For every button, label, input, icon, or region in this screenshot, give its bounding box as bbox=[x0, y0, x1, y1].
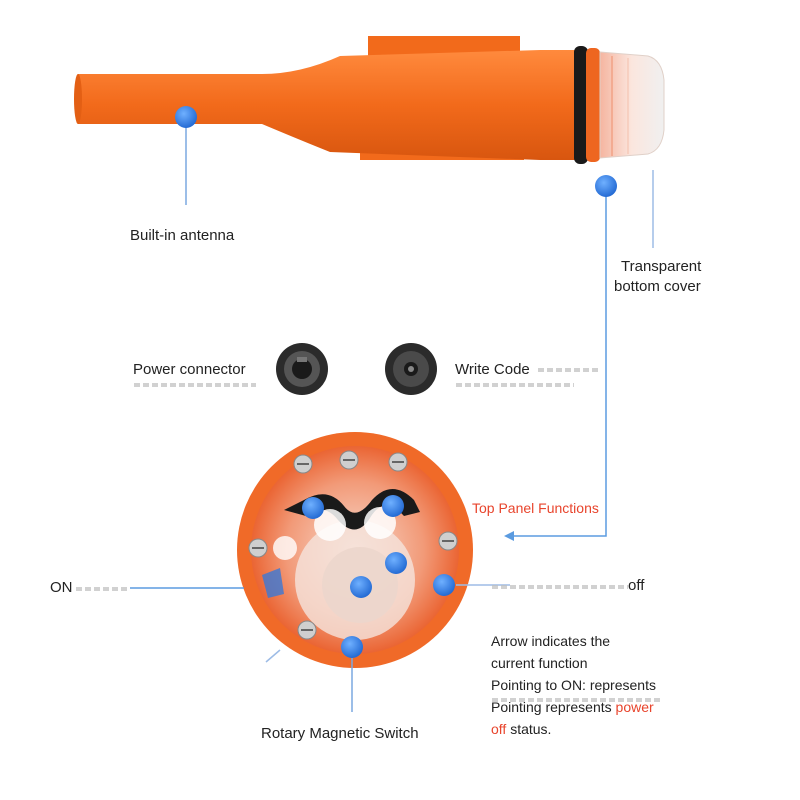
screw bbox=[248, 538, 268, 558]
screw bbox=[297, 620, 317, 640]
function-description: Arrow indicates the current function Poi… bbox=[491, 630, 731, 740]
desc-line-3: Pointing to ON: represents bbox=[491, 677, 656, 693]
seal-ring bbox=[574, 46, 588, 164]
desc-line-4-pre: Pointing bbox=[491, 699, 542, 715]
callout-dot-off bbox=[433, 574, 455, 596]
label-cover-line2: bottom cover bbox=[614, 278, 701, 295]
leader-top-panel bbox=[512, 190, 607, 537]
callout-dot-cover bbox=[595, 175, 617, 197]
screw bbox=[339, 450, 359, 470]
callout-dot-panel-2 bbox=[382, 495, 404, 517]
screw bbox=[293, 454, 313, 474]
desc-line-1: Arrow indicates the bbox=[491, 633, 611, 649]
beacon-device bbox=[74, 36, 665, 164]
blurred-text bbox=[456, 383, 574, 387]
label-off: off bbox=[628, 577, 645, 594]
label-antenna: Built-in antenna bbox=[130, 227, 235, 244]
screw bbox=[438, 531, 458, 551]
arrow-top-panel bbox=[504, 531, 514, 541]
antenna-rod bbox=[78, 50, 575, 160]
callout-dot-panel-1 bbox=[302, 497, 324, 519]
transparent-cap bbox=[599, 51, 665, 159]
label-top-panel-functions: Top Panel Functions bbox=[472, 500, 599, 516]
power-connector-port bbox=[276, 343, 328, 395]
seal-ring-orange bbox=[586, 48, 600, 162]
callout-dot-panel-3 bbox=[385, 552, 407, 574]
rod-tip bbox=[74, 74, 82, 124]
callout-dot-antenna bbox=[175, 106, 197, 128]
callout-dot-panel-center bbox=[350, 576, 372, 598]
blurred-text bbox=[492, 698, 662, 702]
screw bbox=[388, 452, 408, 472]
callout-dot-rotary bbox=[341, 636, 363, 658]
on-marker bbox=[262, 568, 284, 598]
blurred-text bbox=[134, 383, 256, 387]
label-rotary-switch: Rotary Magnetic Switch bbox=[261, 725, 419, 742]
label-write-code: Write Code bbox=[455, 361, 530, 378]
blurred-text bbox=[538, 368, 598, 372]
desc-power-word: power bbox=[615, 699, 654, 715]
top-panel bbox=[237, 432, 473, 668]
label-power-connector: Power connector bbox=[133, 361, 246, 378]
desc-off-word: off bbox=[491, 721, 507, 737]
desc-line-2: current function bbox=[491, 655, 588, 671]
desc-line-4: Pointing represents power bbox=[491, 696, 731, 718]
blurred-text bbox=[76, 587, 128, 591]
label-on: ON bbox=[50, 579, 73, 596]
write-code-port bbox=[385, 343, 437, 395]
blurred-text bbox=[492, 585, 628, 589]
label-cover-line1: Transparent bbox=[621, 258, 702, 275]
leader-side bbox=[265, 649, 281, 663]
desc-line-5-post: status. bbox=[510, 721, 552, 737]
desc-line-5: off status. bbox=[491, 718, 731, 740]
desc-line-4-mid: represents bbox=[545, 699, 612, 715]
